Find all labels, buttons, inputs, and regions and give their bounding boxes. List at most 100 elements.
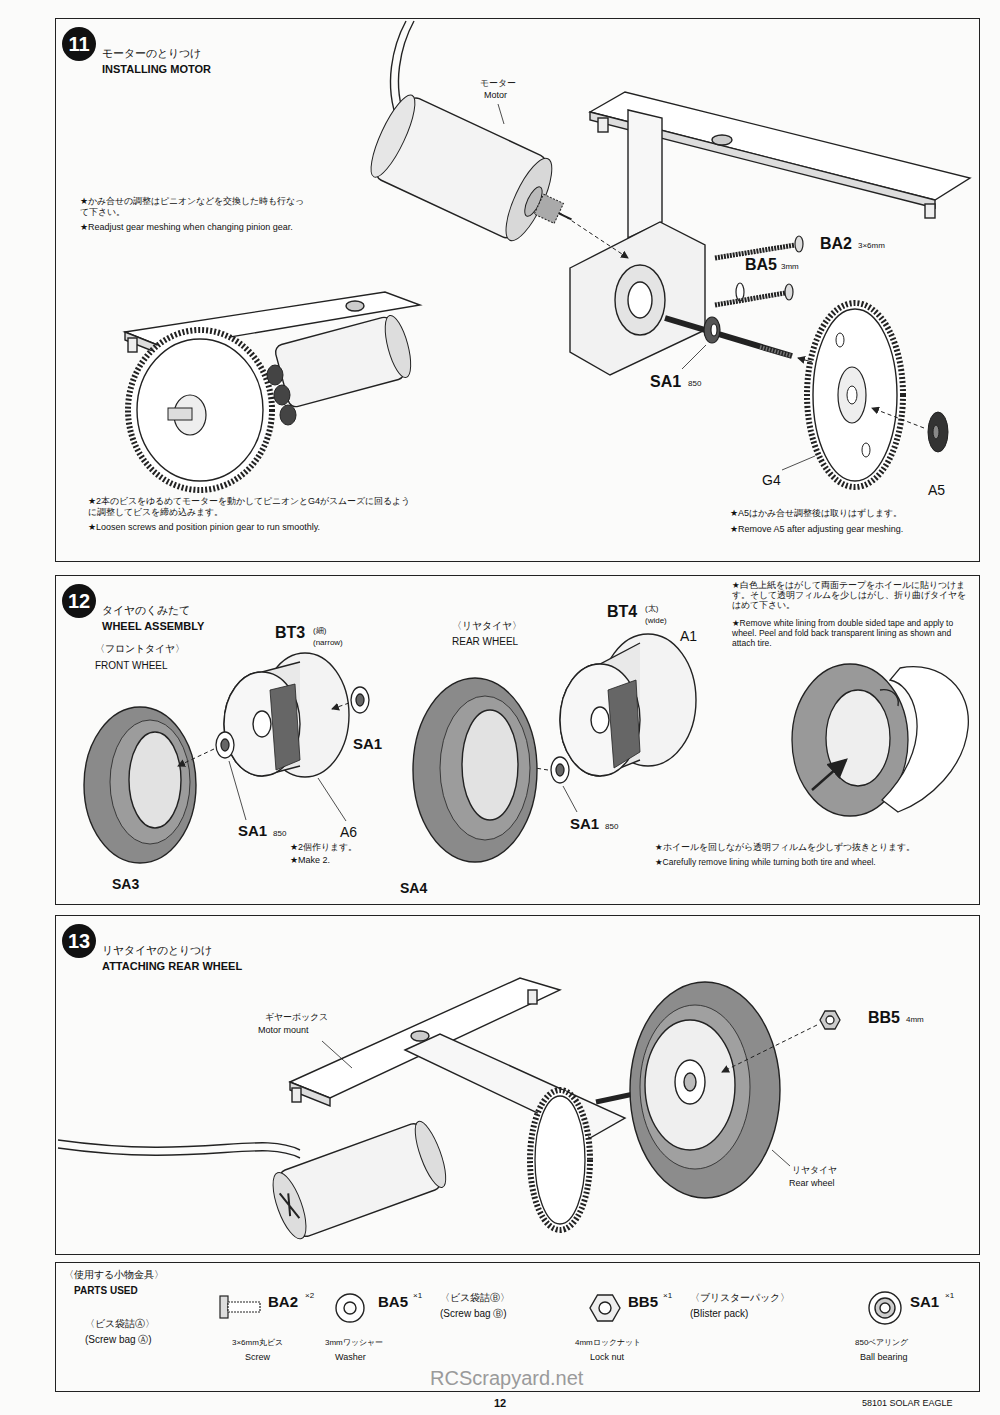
shaft xyxy=(665,318,792,356)
leader-line xyxy=(782,456,815,470)
assembly-arrow xyxy=(722,1025,817,1072)
spur-gear xyxy=(813,309,897,481)
assembly-arrow xyxy=(178,749,214,766)
part-name: Rear wheel xyxy=(789,1178,835,1189)
page-number: 12 xyxy=(494,1397,506,1410)
spacer xyxy=(928,412,948,452)
section-heading: 〈フロントタイヤ〉 xyxy=(95,643,185,655)
spur-gear xyxy=(530,1090,590,1230)
motor-wire xyxy=(58,1140,300,1150)
hand-illustration xyxy=(812,760,846,790)
part-name: Motor xyxy=(484,90,507,101)
part-name: リヤタイヤ xyxy=(792,1165,837,1176)
tire xyxy=(630,982,780,1198)
size-note: 4mm xyxy=(906,1015,924,1025)
wheel-hub xyxy=(591,707,609,733)
assembly-arrow xyxy=(332,703,349,709)
step-title: INSTALLING MOTOR xyxy=(102,63,211,76)
screw-icon xyxy=(220,1296,260,1318)
ball-bearing xyxy=(711,324,717,336)
wheel-hub xyxy=(253,711,271,737)
wheel-hub xyxy=(270,684,300,770)
part-name: 4mmロックナット xyxy=(575,1338,641,1348)
part-code: BB5 xyxy=(628,1293,658,1311)
step-title: タイヤのくみたて xyxy=(102,604,190,617)
assembly-note: ★Remove white lining from double sided t… xyxy=(732,618,972,649)
tire xyxy=(413,678,537,862)
motor-mount xyxy=(346,301,364,311)
assembly-note: ★2個作ります。 xyxy=(290,842,357,853)
part-code: BA2 xyxy=(268,1293,298,1311)
motor-mount xyxy=(628,110,662,238)
size-note: (太) xyxy=(645,604,658,614)
assembly-note: ★A5はかみ合せ調整後は取りはずします。 xyxy=(730,508,970,519)
step-panel: モーターのとりつけ INSTALLING MOTOR 11 xyxy=(55,18,980,562)
assembly-note: ★白色上紙をはがして両面テープをホイールに貼りつけます。そして透明フィルムを少し… xyxy=(732,580,972,611)
tire xyxy=(129,732,181,828)
motor xyxy=(534,194,563,223)
part-code: BT3 xyxy=(275,623,305,642)
quantity: ×1 xyxy=(413,1291,422,1301)
step-number: 13 xyxy=(62,924,96,958)
motor-mount xyxy=(411,1031,429,1041)
leader-line xyxy=(682,345,706,369)
size-note: 850 xyxy=(605,822,618,832)
pinion-gear xyxy=(280,405,296,425)
hand-illustration xyxy=(880,690,898,706)
hand-illustration xyxy=(826,690,890,786)
screw xyxy=(795,236,803,252)
spur-gear xyxy=(862,443,870,457)
size-note: 850 xyxy=(273,829,286,839)
leader-line xyxy=(563,786,577,812)
part-code: A5 xyxy=(928,482,945,499)
leader-line xyxy=(782,456,815,470)
part-name: Screw xyxy=(245,1352,270,1363)
nut-icon xyxy=(590,1295,620,1321)
screw xyxy=(785,284,793,300)
assembly-note: ★Make 2. xyxy=(290,855,330,866)
bearing-icon xyxy=(869,1292,901,1324)
motor-mount xyxy=(615,265,665,335)
part-name: モーター xyxy=(480,78,516,89)
wheel-hub xyxy=(560,634,696,776)
shaft xyxy=(760,347,792,356)
nut-icon xyxy=(599,1302,611,1314)
motor-mount xyxy=(528,990,537,1004)
motor xyxy=(274,313,416,408)
motor-mount xyxy=(628,282,652,318)
leader-line xyxy=(772,1150,790,1166)
part-name: Washer xyxy=(335,1352,366,1363)
wheel-hub xyxy=(608,680,640,768)
section-heading: 〈ブリスターパック〉 xyxy=(690,1292,790,1304)
leader-line xyxy=(229,761,246,820)
assembly-note: ★Remove A5 after adjusting gear meshing. xyxy=(730,524,970,535)
step-title: ATTACHING REAR WHEEL xyxy=(102,960,242,973)
size-note: (narrow) xyxy=(313,638,343,648)
tire xyxy=(640,1005,750,1169)
pinion-gear xyxy=(274,385,290,405)
tire xyxy=(110,720,190,844)
ball-bearing xyxy=(216,687,369,758)
part-name: Motor mount xyxy=(258,1025,309,1036)
leader-line xyxy=(318,778,346,821)
shaft xyxy=(665,318,792,356)
ball-bearing xyxy=(351,687,369,713)
tire xyxy=(413,678,537,862)
size-note: (細) xyxy=(313,626,326,636)
motor-mount xyxy=(128,338,137,352)
ball-bearing xyxy=(551,757,569,783)
assembly-arrow xyxy=(722,1025,817,1072)
leader-line xyxy=(498,104,504,124)
ball-bearing xyxy=(216,732,234,758)
step-title: モーターのとりつけ xyxy=(102,47,201,60)
screw xyxy=(715,236,803,305)
section-heading: (Blister pack) xyxy=(690,1308,748,1320)
step-title: リヤタイヤのとりつけ xyxy=(102,944,212,957)
section-heading: REAR WHEEL xyxy=(452,636,518,648)
wheel-hub xyxy=(224,672,300,776)
ball-bearing xyxy=(221,739,229,751)
screw-icon xyxy=(228,1302,260,1312)
part-code: BA5 xyxy=(745,255,777,274)
step-number: 11 xyxy=(62,27,96,61)
